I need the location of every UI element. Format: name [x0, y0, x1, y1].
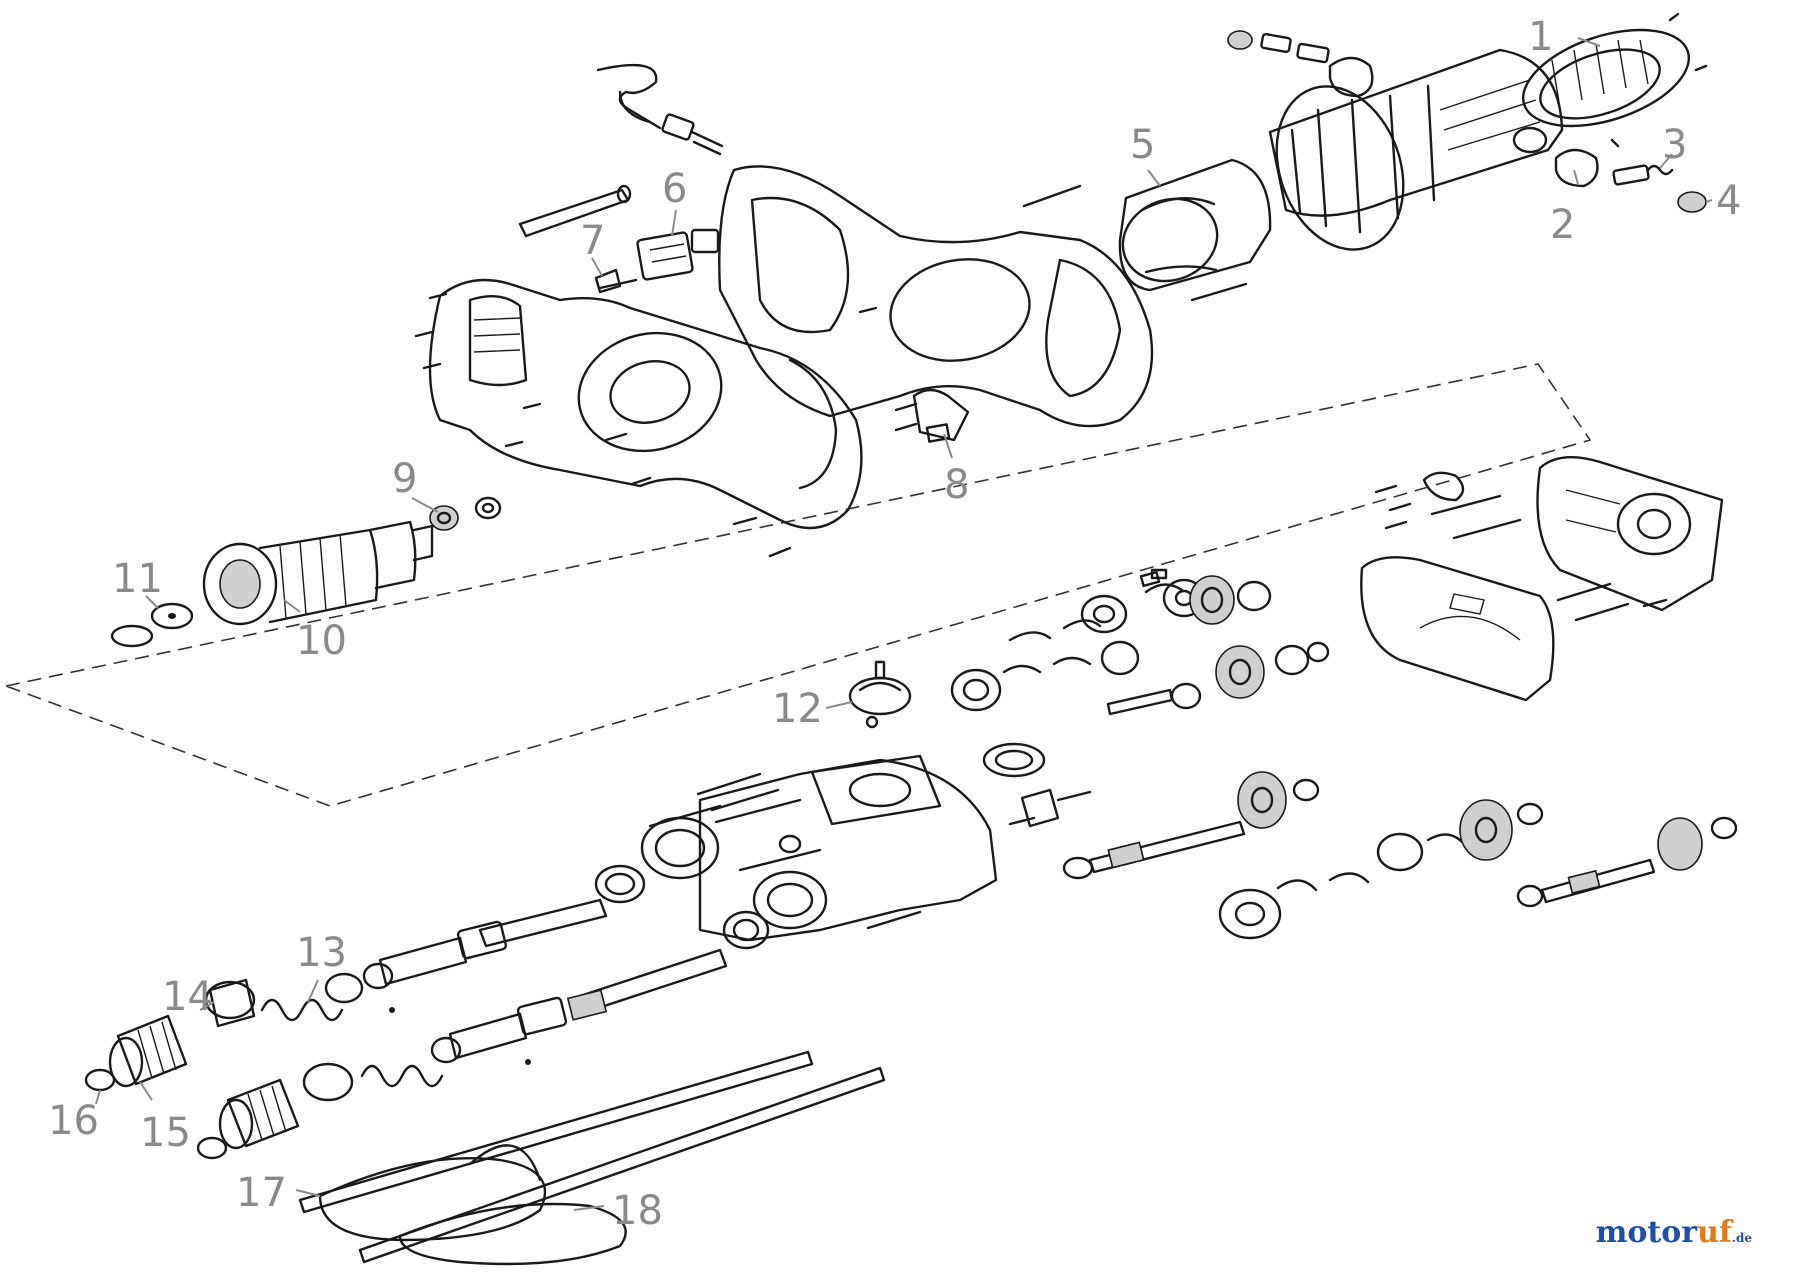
part-17-mixing-paddle — [298, 1050, 814, 1242]
part-7-cable-clamp — [594, 268, 622, 294]
part-5-stator — [1118, 158, 1272, 292]
part-6-switch — [636, 228, 720, 281]
callout-12: 12 — [772, 686, 823, 732]
part-18-mixing-paddle — [358, 1066, 886, 1266]
spindle-upper — [324, 864, 646, 1004]
screws-gearbox-cover — [1374, 471, 1668, 622]
screws-gear-housing — [648, 772, 922, 930]
motor-housing — [1268, 48, 1564, 251]
part-14-sleeve — [204, 978, 354, 1102]
callout-6: 6 — [662, 166, 687, 212]
part-13-spring — [260, 998, 444, 1088]
gear-stack-lower-right — [1218, 799, 1544, 940]
leader-lines — [95, 37, 1713, 1211]
callout-5: 5 — [1130, 122, 1155, 168]
part-8-capacitor-bracket — [912, 388, 970, 443]
cord-sleeve — [518, 184, 632, 238]
gear-shaft-lower-right — [1062, 771, 1320, 880]
spindle-lower — [430, 910, 770, 1064]
gearbox-cover — [1536, 456, 1724, 612]
small-fasteners — [389, 568, 1168, 1065]
callout-4: 4 — [1716, 178, 1741, 224]
part-12-shift-cam — [848, 660, 912, 729]
output-shaft-right — [1516, 816, 1738, 908]
callout-8: 8 — [944, 462, 969, 508]
brush-holder-top — [1227, 30, 1374, 98]
gear-housing — [640, 754, 998, 942]
callout-1: 1 — [1528, 14, 1553, 60]
gear-stack-upper — [1008, 570, 1272, 642]
part-9-bearing — [429, 496, 502, 531]
gearbox-gasket — [1360, 556, 1555, 702]
handle-half-right — [718, 165, 1154, 428]
callout-3: 3 — [1662, 122, 1687, 168]
part-4-brush-cap — [1677, 191, 1707, 213]
power-cord — [596, 63, 724, 156]
part-10-armature — [202, 520, 434, 626]
part-11-retaining-ring — [110, 624, 154, 648]
part-3-carbon-brush — [1612, 164, 1674, 186]
handle-half-left — [428, 278, 863, 530]
callout-15: 15 — [140, 1110, 191, 1156]
callout-2: 2 — [1550, 202, 1575, 248]
callout-10: 10 — [296, 618, 347, 664]
oil-seal — [982, 742, 1046, 778]
part-11-washer — [150, 602, 194, 630]
callout-11: 11 — [112, 556, 163, 602]
callout-13: 13 — [296, 930, 347, 976]
callout-16: 16 — [48, 1098, 99, 1144]
callout-18: 18 — [612, 1188, 663, 1234]
gearbox-group-outline — [3, 363, 1592, 807]
part-2-brush-holder — [1554, 148, 1599, 188]
speed-switch — [1008, 788, 1092, 828]
callout-numbers: 1 2 3 4 5 6 7 8 9 10 11 12 13 14 15 16 1… — [48, 14, 1741, 1234]
callout-9: 9 — [392, 456, 417, 502]
part-15-chuck — [108, 1014, 300, 1150]
screws-upper — [414, 184, 1248, 558]
callout-14: 14 — [162, 974, 213, 1020]
callout-17: 17 — [236, 1170, 287, 1216]
callout-7: 7 — [580, 218, 605, 264]
watermark-logo: motoruf.de — [1595, 1215, 1752, 1250]
gear-stack-middle — [950, 640, 1330, 716]
